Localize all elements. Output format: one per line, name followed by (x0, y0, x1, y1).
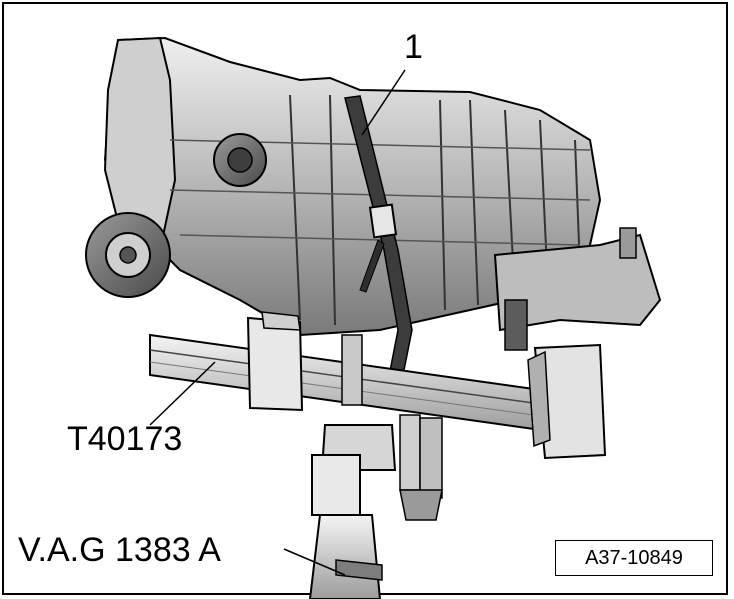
output-flange (85, 212, 171, 298)
leader-item-1 (361, 69, 406, 136)
callout-t40173: T40173 (67, 420, 183, 458)
leader-vag1383a (283, 548, 346, 576)
leader-t40173 (149, 361, 216, 426)
gearbox-housing (103, 36, 662, 351)
figure-id-label: A37-10849 (555, 540, 713, 576)
callout-item-1: 1 (404, 28, 423, 66)
leader-lines (149, 69, 406, 576)
transmission-jack (308, 334, 443, 599)
callout-vag-1383a: V.A.G 1383 A (18, 531, 221, 569)
